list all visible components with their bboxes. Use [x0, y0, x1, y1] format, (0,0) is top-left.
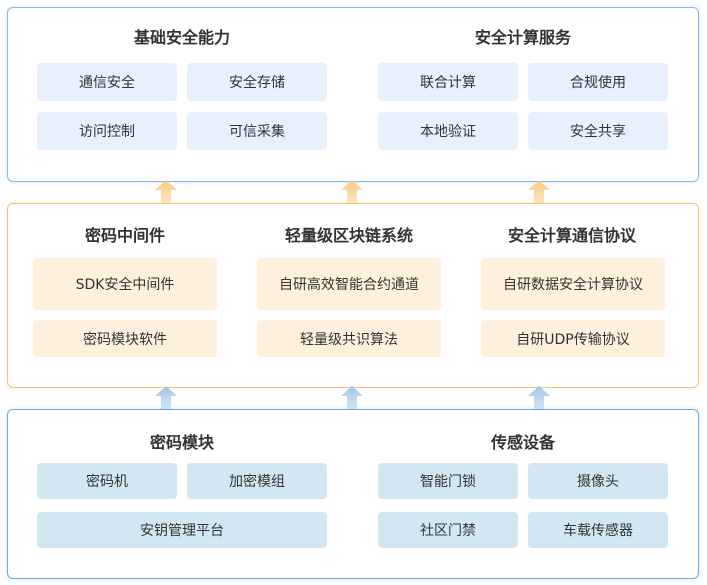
chip-access-control: 访问控制: [37, 112, 177, 150]
up-arrow-icon: [155, 386, 177, 410]
chip-udp-transport-protocol: 自研UDP传输协议: [481, 320, 665, 357]
up-arrow-icon: [528, 386, 550, 410]
chip-data-secure-compute-protocol: 自研数据安全计算协议: [481, 258, 665, 310]
up-arrow-icon: [155, 180, 177, 204]
chip-crypto-machine: 密码机: [37, 463, 177, 499]
chip-smart-door-lock: 智能门锁: [378, 463, 518, 499]
chip-secure-sharing: 安全共享: [528, 112, 668, 150]
chip-secure-storage: 安全存储: [187, 63, 327, 101]
sensor-device-title: 传感设备: [490, 433, 555, 452]
crypto-middleware-title: 密码中间件: [84, 226, 165, 245]
up-arrow-icon: [341, 386, 363, 410]
chip-compliant-use: 合规使用: [528, 63, 668, 101]
chip-encryption-module: 加密模组: [187, 463, 327, 499]
up-arrow-icon: [528, 180, 550, 204]
up-arrow-icon: [341, 180, 363, 204]
chip-crypto-module-software: 密码模块软件: [33, 320, 217, 357]
chip-community-access-control: 社区门禁: [378, 512, 518, 548]
chip-smart-contract-channel: 自研高效智能合约通道: [257, 258, 441, 310]
chip-sdk-security-middleware: SDK安全中间件: [33, 258, 217, 310]
crypto-module-title: 密码模块: [149, 433, 214, 452]
chip-vehicle-sensor: 车载传感器: [528, 512, 668, 548]
chip-communication-security: 通信安全: [37, 63, 177, 101]
chip-lightweight-consensus: 轻量级共识算法: [257, 320, 441, 357]
chip-camera: 摄像头: [528, 463, 668, 499]
chip-local-verification: 本地验证: [378, 112, 518, 150]
basic-security-title: 基础安全能力: [133, 28, 230, 47]
chip-joint-computation: 联合计算: [378, 63, 518, 101]
lightweight-blockchain-title: 轻量级区块链系统: [284, 226, 413, 245]
chip-key-management-platform: 安钥管理平台: [37, 512, 327, 548]
secure-compute-service-title: 安全计算服务: [474, 28, 571, 47]
secure-compute-protocol-title: 安全计算通信协议: [507, 226, 636, 245]
chip-trusted-collection: 可信采集: [187, 112, 327, 150]
